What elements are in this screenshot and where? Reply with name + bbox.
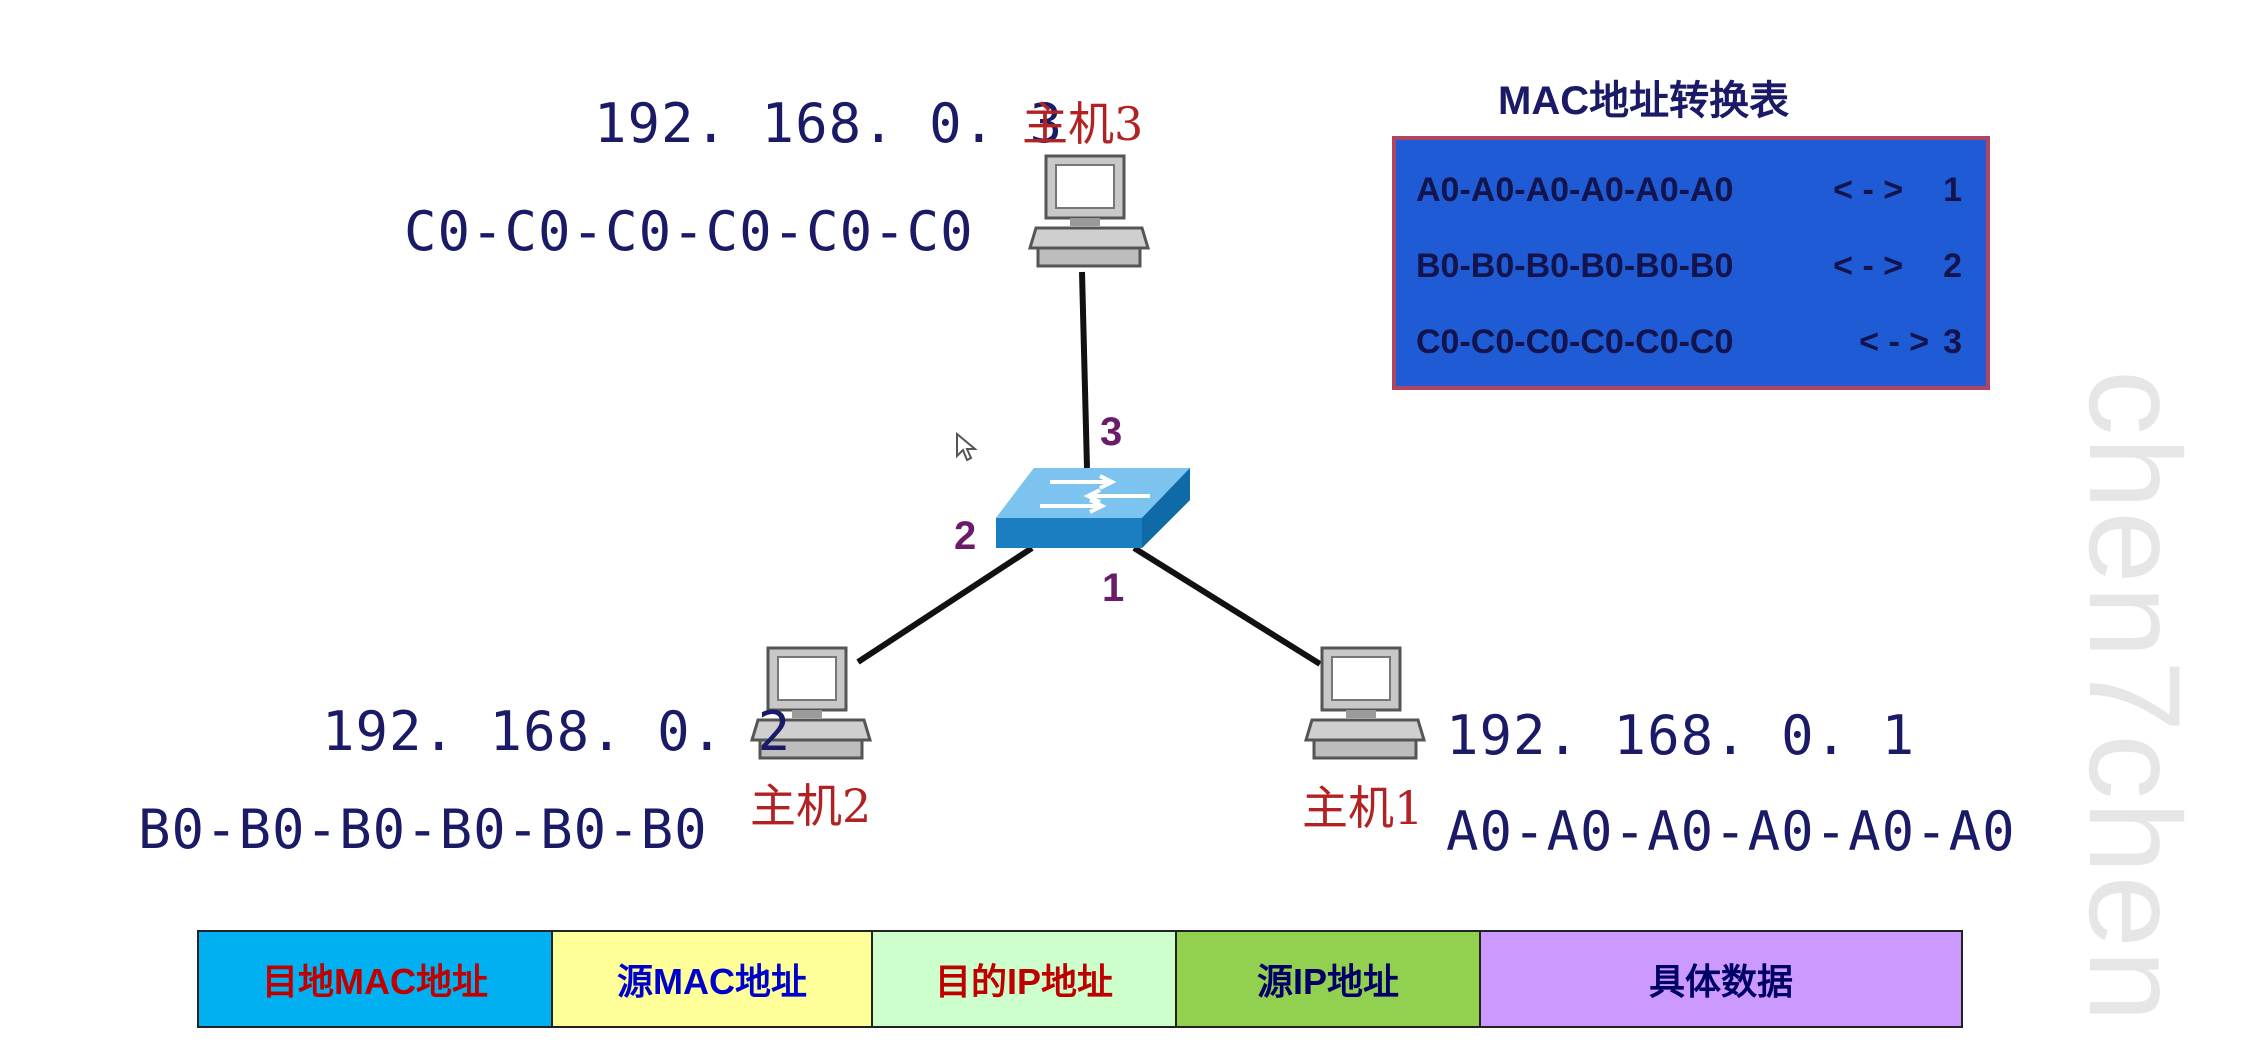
frame-field-label: 目地MAC地址 (262, 961, 488, 1002)
port-2-label: 2 (954, 514, 977, 558)
frame-field-data: 具体数据 (1481, 932, 1961, 1026)
host2-mac: B0-B0-B0-B0-B0-B0 (138, 798, 708, 861)
link-host1-switch (1132, 545, 1322, 667)
host3-name: 主机3 (1022, 97, 1144, 151)
frame-field-dest-ip: 目的IP地址 (873, 932, 1177, 1026)
link-host2-switch (856, 545, 1034, 665)
frame-field-src-mac: 源MAC地址 (553, 932, 873, 1026)
frame-format: 目地MAC地址 源MAC地址 目的IP地址 源IP地址 具体数据 (197, 930, 1963, 1028)
mac-table: A0-A0-A0-A0-A0-A0 < - > 1 B0-B0-B0-B0-B0… (1392, 136, 1990, 390)
mac-table-row: A0-A0-A0-A0-A0-A0 < - > 1 (1416, 160, 1962, 220)
port-3-label: 3 (1100, 410, 1123, 454)
watermark: chen7chen (2062, 370, 2208, 1025)
mac-table-arrow: < - > (1859, 322, 1930, 361)
mac-table-port: 3 (1943, 322, 1962, 361)
mac-table-port: 1 (1943, 170, 1962, 209)
frame-field-label: 目的IP地址 (934, 961, 1113, 1002)
host1-mac: A0-A0-A0-A0-A0-A0 (1446, 800, 2016, 863)
computer-icon (1027, 154, 1151, 268)
frame-field-label: 源IP地址 (1256, 961, 1399, 1002)
host1-ip: 192. 168. 0. 1 (1446, 704, 1916, 767)
frame-field-label: 具体数据 (1648, 961, 1793, 1002)
mac-table-mac: A0-A0-A0-A0-A0-A0 (1416, 170, 1734, 209)
switch-icon (996, 468, 1190, 548)
host2-ip: 192. 168. 0. 2 (322, 700, 792, 763)
mac-table-arrow: < - > (1833, 246, 1904, 285)
mac-table-arrow: < - > (1833, 170, 1904, 209)
cursor-icon (956, 432, 978, 462)
frame-field-src-ip: 源IP地址 (1177, 932, 1481, 1026)
computer-icon (749, 646, 873, 760)
mac-table-title: MAC地址转换表 (1498, 79, 1790, 123)
link-host3-switch (1079, 271, 1090, 469)
mac-table-port: 2 (1943, 246, 1962, 285)
mac-table-mac: B0-B0-B0-B0-B0-B0 (1416, 246, 1734, 285)
host3-mac: C0-C0-C0-C0-C0-C0 (404, 200, 974, 263)
host2-name: 主机2 (750, 779, 872, 833)
frame-field-dest-mac: 目地MAC地址 (199, 932, 553, 1026)
host1-name: 主机1 (1302, 781, 1424, 835)
mac-table-row: B0-B0-B0-B0-B0-B0 < - > 2 (1416, 236, 1962, 296)
mac-table-row: C0-C0-C0-C0-C0-C0 < - > 3 (1416, 312, 1962, 372)
computer-icon (1303, 646, 1427, 760)
port-1-label: 1 (1102, 566, 1125, 610)
host3-ip: 192. 168. 0. 3 (594, 92, 1064, 155)
mac-table-mac: C0-C0-C0-C0-C0-C0 (1416, 322, 1734, 361)
frame-field-label: 源MAC地址 (617, 961, 807, 1002)
